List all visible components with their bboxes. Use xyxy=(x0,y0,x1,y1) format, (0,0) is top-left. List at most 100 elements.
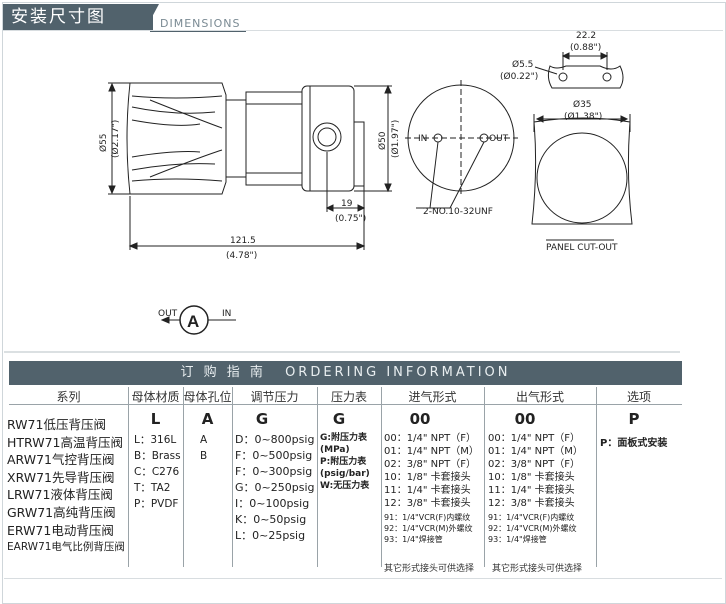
bottom-divider xyxy=(4,578,722,579)
code-pressure: G xyxy=(255,410,269,428)
series-item: ARW71气控背压阀 xyxy=(7,452,115,468)
dim-d55: Ø55 xyxy=(98,133,109,152)
col-divider xyxy=(381,387,382,567)
gauge-item: P:附压力表 xyxy=(320,457,367,467)
series-item: GRW71高纯背压阀 xyxy=(7,504,116,520)
pressure-item: G：0~250psig xyxy=(235,481,315,494)
header-divider xyxy=(3,30,723,31)
dim-d35-in: (Ø1.38") xyxy=(564,111,602,122)
material-list: L：316L B：Brass C：C276 T：TA2 P：PVDF xyxy=(134,432,181,512)
material-item: B：Brass xyxy=(134,450,181,462)
mounting-plate xyxy=(547,65,624,89)
pressure-item: D：0~800psig xyxy=(235,433,315,446)
series-item: EARW71电气比例背压阀 xyxy=(7,541,125,554)
inlet-special-item: 91：1/4"VCR(F)内螺纹 xyxy=(384,513,471,522)
outlet-item: 00：1/4" NPT（F） xyxy=(488,433,580,444)
knob-outline xyxy=(126,82,227,195)
flow-letter: A xyxy=(187,312,199,331)
dim-d50: Ø50 xyxy=(377,131,388,150)
header-inlet: 进气形式 xyxy=(408,390,457,404)
gauge-list: G:附压力表 (MPa) P:附压力表 (psig/bar) W:无压力表 xyxy=(320,432,370,492)
header-options: 选项 xyxy=(626,390,651,404)
outlet-special-list: 91：1/4"VCR(F)内螺纹 92：1/4"VCR(M)外螺纹 93：1/4… xyxy=(488,512,577,545)
material-item: T：TA2 xyxy=(134,482,171,494)
inlet-special-item: 93：1/4"焊接管 xyxy=(384,535,443,544)
dim-19: 19 xyxy=(341,199,353,209)
subtitle-underline xyxy=(150,31,246,32)
ordering-title-bar: 订 购 指 南 ORDERING INFORMATION xyxy=(9,361,682,385)
dim-121-in: (4.78") xyxy=(226,251,257,261)
inlet-item: 11：1/4" 卡套接头 xyxy=(384,485,471,496)
code-outlet: 00 xyxy=(514,410,536,428)
header-gauge: 压力表 xyxy=(330,390,367,404)
col-divider xyxy=(232,387,233,567)
material-item: P：PVDF xyxy=(134,498,179,510)
header-pressure: 调节压力 xyxy=(250,390,299,404)
outlet-item: 10：1/8" 卡套接头 xyxy=(488,472,575,483)
flow-out-label: OUT xyxy=(158,309,178,319)
col-divider xyxy=(317,387,318,567)
inlet-note: 其它形式接头可供选择 xyxy=(384,564,475,574)
dim-d35: Ø35 xyxy=(573,99,592,110)
series-item: HTRW71高温背压阀 xyxy=(7,434,123,450)
inlet-special-item: 92：1/4"VCR(M)外螺纹 xyxy=(384,524,473,533)
dim-19-in: (0.75") xyxy=(335,214,366,224)
outlet-special-item: 92：1/4"VCR(M)外螺纹 xyxy=(488,524,577,533)
table-header-divider xyxy=(9,404,682,405)
inlet-special-list: 91：1/4"VCR(F)内螺纹 92：1/4"VCR(M)外螺纹 93：1/4… xyxy=(384,512,473,545)
inlet-item: 12：3/8" 卡套接头 xyxy=(384,498,471,509)
gauge-item: W:无压力表 xyxy=(320,481,370,491)
panel-cutout xyxy=(531,117,633,225)
dim-d5: Ø5.5 xyxy=(512,59,533,70)
port-note: 2-NO.10-32UNF xyxy=(423,207,493,217)
header-series: 系列 xyxy=(56,390,81,404)
port-outer xyxy=(312,122,342,152)
options-item: P：面板式安装 xyxy=(600,438,668,449)
ordering-title-cn: 订 购 指 南 xyxy=(180,365,266,380)
col-divider xyxy=(596,387,597,567)
flow-in-label: IN xyxy=(222,309,231,319)
code-material: L xyxy=(150,410,161,428)
dim-d5-in: (Ø0.22") xyxy=(500,71,538,82)
col-divider xyxy=(183,387,184,567)
series-item: LRW71液体背压阀 xyxy=(7,487,113,503)
outlet-item: 01：1/4" NPT（M） xyxy=(488,446,583,457)
ports-item: A xyxy=(200,434,208,446)
options-list: P：面板式安装 xyxy=(600,436,667,452)
inlet-item: 01：1/4" NPT（M） xyxy=(384,446,479,457)
pressure-item: L：0~25psig xyxy=(235,529,306,542)
header-ports: 母体孔位 xyxy=(183,390,232,404)
code-inlet: 00 xyxy=(409,410,431,428)
header-material: 母体材质 xyxy=(131,390,180,404)
panel-cutout-label: PANEL CUT-OUT xyxy=(546,243,618,253)
col-divider xyxy=(128,387,129,567)
col-divider xyxy=(484,387,485,567)
outlet-list: 00：1/4" NPT（F） 01：1/4" NPT（M） 02：3/8" NP… xyxy=(488,432,583,510)
pressure-item: F：0~500psig xyxy=(235,449,313,462)
material-item: C：C276 xyxy=(134,466,180,478)
series-item: XRW71先导背压阀 xyxy=(7,469,115,485)
dim-d55-in: (Ø2.17") xyxy=(110,120,121,158)
gauge-item: (psig/bar) xyxy=(320,469,370,479)
section-title: 安装尺寸图 xyxy=(3,4,153,30)
ports-item: B xyxy=(200,450,208,462)
pressure-item: K：0~50psig xyxy=(235,513,307,526)
gauge-item: G:附压力表 xyxy=(320,433,367,443)
outlet-item: 11：1/4" 卡套接头 xyxy=(488,485,575,496)
dim-d50-in: (Ø1.97") xyxy=(390,120,401,158)
pressure-list: D：0~800psig F：0~500psig F：0~300psig G：0~… xyxy=(235,432,315,544)
dim-22: 22.2 xyxy=(576,31,596,41)
series-item: RW71低压背压阀 xyxy=(7,417,106,432)
title-tab-notch xyxy=(145,4,159,30)
inlet-item: 10：1/8" 卡套接头 xyxy=(384,472,471,483)
outlet-special-item: 93：1/4"焊接管 xyxy=(488,535,547,544)
code-gauge: G xyxy=(332,410,346,428)
ordering-title-en: ORDERING INFORMATION xyxy=(285,365,511,380)
outlet-item: 02：3/8" NPT（F） xyxy=(488,459,580,470)
dim-121: 121.5 xyxy=(230,236,256,246)
series-list: RW71低压背压阀 HTRW71高温背压阀 ARW71气控背压阀 XRW71先导… xyxy=(7,416,129,557)
front-out-label: OUT xyxy=(489,134,509,144)
outlet-special-item: 91：1/4"VCR(F)内螺纹 xyxy=(488,513,575,522)
dim-22-in: (0.88") xyxy=(570,43,601,53)
section-subtitle: DIMENSIONS xyxy=(160,17,241,30)
